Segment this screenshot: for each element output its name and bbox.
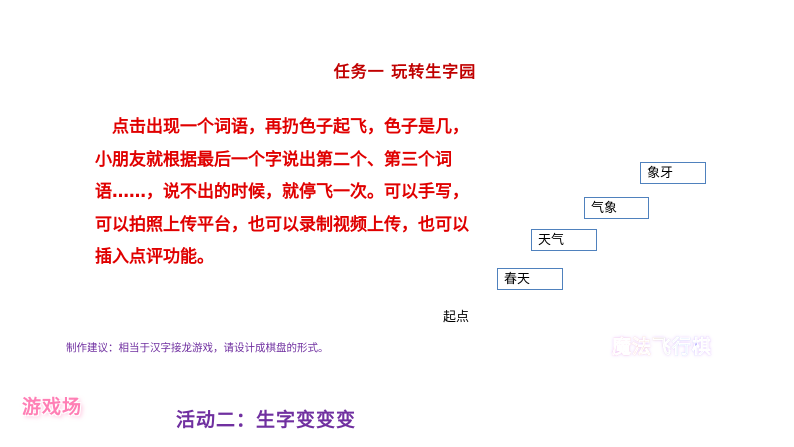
game-title-logo: 魔法飞行棋 <box>612 332 712 359</box>
word-box-spring[interactable]: 春天 <box>497 268 563 290</box>
word-box-weather[interactable]: 天气 <box>531 229 597 251</box>
rules-text: 点击出现一个词语，再扔色子起飞，色子是几，小朋友就根据最后一个字说出第二个、第三… <box>95 117 469 267</box>
start-label: 起点 <box>443 310 470 325</box>
word-box-phenomenon[interactable]: 气象 <box>584 197 649 219</box>
activity-title: 活动二：生字变变变 <box>176 409 357 431</box>
word-box-ivory[interactable]: 象牙 <box>640 162 706 184</box>
design-suggestion: 制作建议：相当于汉字接龙游戏，请设计成棋盘的形式。 <box>66 342 329 354</box>
game-zone-badge: 游戏场 <box>22 396 83 418</box>
task-title: 任务一 玩转生字园 <box>333 62 477 81</box>
